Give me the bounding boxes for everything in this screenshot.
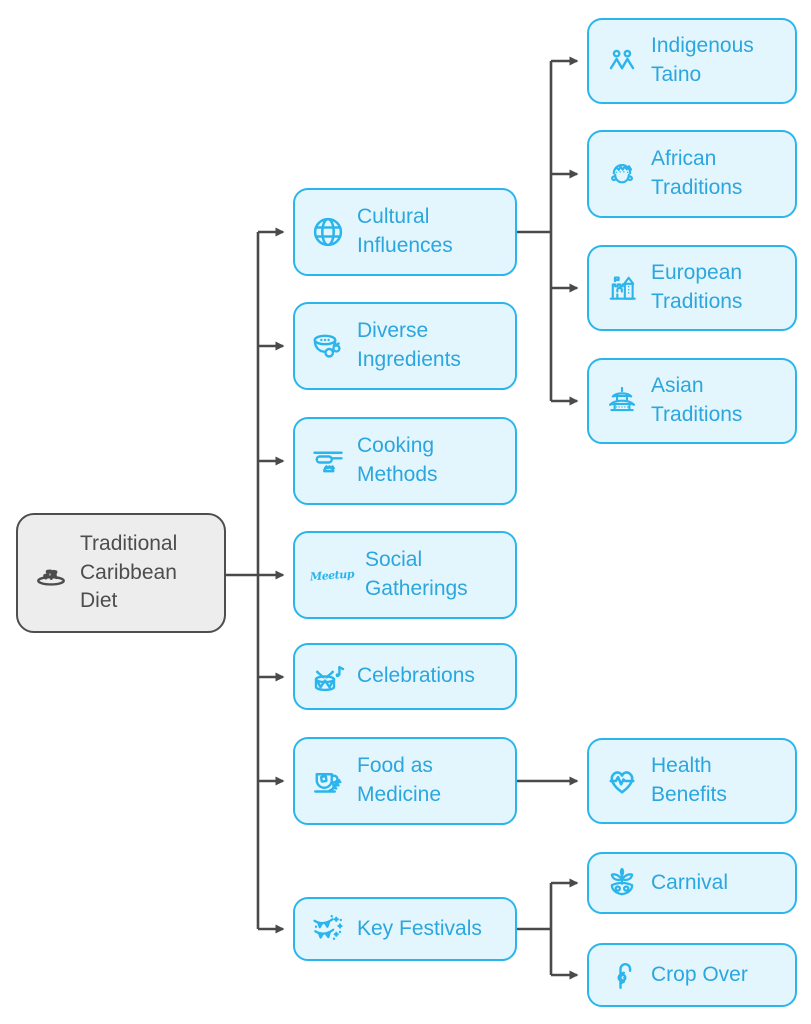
node-label: Diverse Ingredients (357, 319, 461, 371)
node-label: Cooking Methods (357, 434, 438, 486)
node-key-festivals: Key Festivals (293, 897, 517, 961)
node-label: Health Benefits (651, 754, 727, 806)
node-label: Carnival (651, 870, 729, 894)
node-traditional-caribbean-diet: Traditional Caribbean Diet (16, 513, 226, 633)
node-label: Key Festivals (357, 916, 482, 940)
node-food-as-medicine: Food as Medicine (293, 737, 517, 825)
people-icon (604, 44, 640, 78)
node-diverse-ingredients: Diverse Ingredients (293, 302, 517, 390)
node-label: Crop Over (651, 962, 748, 986)
ingredients-bowl-icon (310, 328, 346, 364)
node-crop-over: Crop Over (587, 943, 797, 1007)
heart-pulse-icon (604, 763, 640, 799)
node-indigenous-taino: Indigenous Taino (587, 18, 797, 104)
node-health-benefits: Health Benefits (587, 738, 797, 824)
node-european-traditions: European Traditions (587, 245, 797, 331)
node-label: African Traditions (651, 147, 743, 199)
node-label: Traditional Caribbean Diet (80, 531, 178, 613)
pagoda-icon (604, 384, 640, 418)
node-label: Cultural Influences (357, 205, 453, 257)
teacup-herbs-icon (310, 763, 346, 799)
carnival-mask-icon (604, 865, 640, 901)
node-label: Indigenous Taino (651, 34, 754, 86)
node-label: European Traditions (651, 261, 743, 313)
node-asian-traditions: Asian Traditions (587, 358, 797, 444)
woman-headdress-icon (604, 157, 640, 191)
node-carnival: Carnival (587, 852, 797, 914)
node-cooking-methods: Cooking Methods (293, 417, 517, 505)
globe-icon (310, 214, 346, 250)
node-social-gatherings: Meetup Social Gatherings (293, 531, 517, 619)
food-plate-icon (33, 556, 69, 590)
node-label: Food as Medicine (357, 754, 442, 806)
meetup-script-text: Meetup (309, 566, 355, 584)
sugar-cane-icon (604, 957, 640, 993)
confetti-party-icon (310, 911, 346, 947)
node-african-traditions: African Traditions (587, 130, 797, 218)
node-label: Social Gatherings (364, 548, 468, 600)
drum-music-icon (310, 659, 346, 695)
castle-icon (604, 271, 640, 305)
node-cultural-influences: Cultural Influences (293, 188, 517, 276)
node-label: Celebrations (357, 664, 475, 688)
node-celebrations: Celebrations (293, 643, 517, 710)
node-label: Asian Traditions (651, 374, 743, 426)
meetup-script-icon: Meetup (309, 566, 355, 584)
frying-pan-icon (310, 443, 346, 479)
